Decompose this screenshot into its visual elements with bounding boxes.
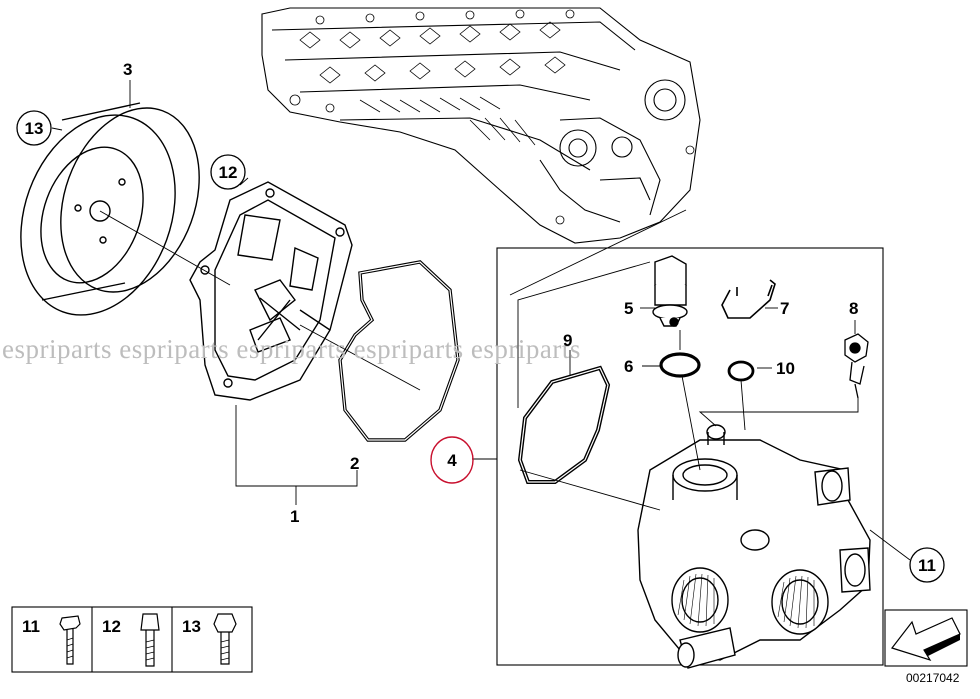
view-direction-icon — [884, 609, 968, 667]
cylinder-head-illustration — [261, 7, 701, 244]
pulley-illustration — [20, 102, 200, 316]
callout-9: 9 — [563, 331, 572, 350]
callout-7: 7 — [780, 299, 789, 318]
water-pump-illustration — [189, 181, 353, 401]
callout-11-circle — [909, 547, 945, 583]
callout-13-circle — [16, 110, 52, 146]
callout-12: 12 — [219, 163, 238, 182]
pump-gasket-inner — [339, 261, 459, 441]
callout-10: 10 — [776, 359, 795, 378]
leader-line — [509, 209, 687, 296]
assembly-leader-lines — [517, 261, 911, 561]
pump-leader-lines — [51, 80, 421, 505]
callout-3: 3 — [123, 60, 132, 79]
callout-5: 5 — [624, 299, 633, 318]
diagram-code: 00217042 — [906, 671, 960, 685]
temperature-sensor-illustration — [652, 255, 688, 327]
callout-4-highlight-circle — [430, 436, 474, 484]
callout-11: 11 — [918, 556, 936, 575]
callout-12-circle — [210, 154, 246, 190]
sensor-8-illustration — [844, 333, 869, 399]
callout-4: 4 — [447, 451, 457, 470]
housing-gasket-inner — [519, 367, 609, 483]
thermostat-housing-illustration — [637, 424, 871, 669]
housing-gasket-illustration — [517, 365, 611, 484]
retaining-clip-illustration — [721, 279, 776, 319]
callout-8: 8 — [849, 299, 858, 318]
callout-2: 2 — [350, 454, 359, 473]
callout-1: 1 — [290, 507, 299, 526]
bolt-11-icon — [59, 615, 81, 665]
legend-label-13: 13 — [182, 617, 201, 636]
legend-label-12: 12 — [102, 617, 121, 636]
callout-13: 13 — [25, 119, 44, 138]
seal-ring-10-illustration — [727, 360, 755, 382]
callout-6: 6 — [624, 357, 633, 376]
fastener-legend: 11 12 13 — [11, 606, 253, 673]
o-ring-6-illustration — [659, 352, 701, 378]
watermark-text: espriparts espriparts espriparts espripa… — [2, 334, 581, 364]
hose-ribs — [677, 573, 815, 629]
legend-label-11: 11 — [22, 617, 40, 636]
